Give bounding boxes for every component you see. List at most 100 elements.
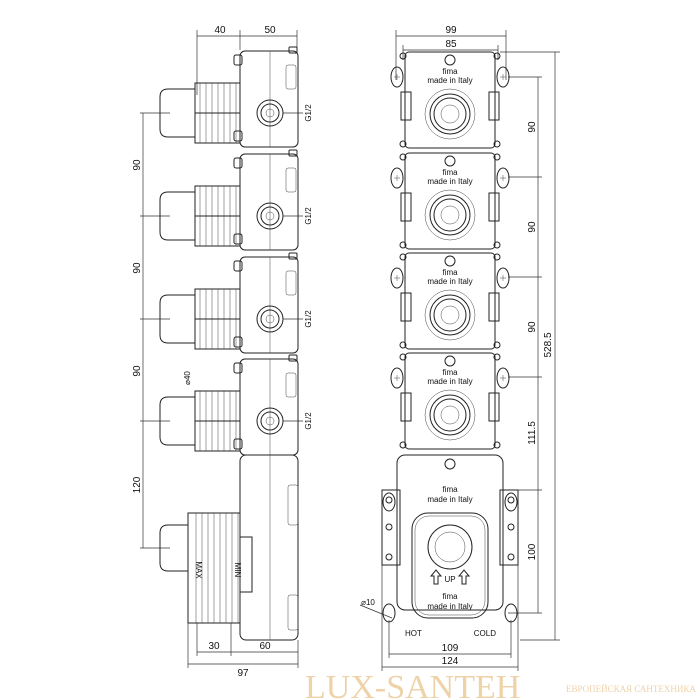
fitting-inner (260, 206, 280, 226)
screw-hole (493, 353, 501, 361)
side-slot (285, 372, 297, 398)
screw-hole (399, 353, 407, 361)
side-tab (400, 192, 412, 222)
screw-hole (493, 341, 501, 349)
valve-ring (424, 189, 476, 241)
mixer-valve (427, 524, 473, 570)
valve-core (440, 405, 460, 425)
brand-text: fima (442, 592, 458, 601)
module-body (239, 50, 299, 148)
mount-slot (496, 66, 510, 88)
module-plate (404, 352, 496, 450)
dim-40: 40 (214, 25, 226, 36)
mount-slot (382, 492, 396, 512)
hot-label: HOT (405, 629, 422, 638)
dim-90: 90 (132, 159, 143, 171)
module-clip (233, 130, 243, 142)
mixer-knob-cap (159, 524, 188, 572)
valve-mid (433, 398, 467, 432)
fitting-inner (260, 411, 280, 431)
screw-hole (399, 153, 407, 161)
valve-core (440, 205, 460, 225)
screw-hole (493, 441, 501, 449)
module-body (239, 358, 299, 456)
top-hole (444, 255, 456, 267)
front-view (359, 30, 560, 671)
side-slot (287, 484, 299, 526)
knob-cap (159, 191, 195, 241)
fitting-core (265, 211, 275, 221)
front-module (390, 352, 510, 450)
screw-hole (493, 140, 501, 148)
valve-outer (429, 294, 471, 336)
side-tab (488, 292, 500, 322)
brand-text: fima (442, 368, 458, 377)
fitting-core (265, 314, 275, 324)
made-in-text: made in Italy (427, 177, 472, 186)
dim-85: 85 (445, 39, 457, 50)
dim-120: 120 (132, 476, 143, 493)
made-in-text: made in Italy (427, 277, 472, 286)
side-tab (488, 91, 500, 121)
dim-109: 109 (442, 643, 459, 654)
screw-hole (507, 553, 515, 561)
dim-60: 60 (259, 641, 271, 652)
brand-text: fima (442, 485, 458, 494)
max-label: MAX (194, 561, 203, 579)
side-tab (400, 292, 412, 322)
module-lug (288, 252, 298, 260)
dim-111-5: 111.5 (527, 421, 538, 445)
made-in-text: made in Italy (427, 602, 472, 611)
mount-slot (504, 603, 518, 623)
side-slot (285, 270, 297, 296)
mount-slot (496, 167, 510, 189)
side-module (159, 354, 303, 456)
valve-outer (429, 394, 471, 436)
module-plate (404, 252, 496, 350)
left-ear (381, 489, 401, 566)
mount-slot (390, 66, 404, 88)
top-hole (444, 54, 456, 66)
mount-slot (382, 603, 396, 623)
side-tab (488, 192, 500, 222)
made-in-text: made in Italy (427, 377, 472, 386)
screw-hole (385, 523, 393, 531)
top-hole (444, 355, 456, 367)
valve-ring (424, 289, 476, 341)
module-lug (288, 46, 298, 54)
knob-cap (159, 396, 195, 446)
screw-hole (399, 441, 407, 449)
module-clip (233, 362, 243, 374)
mixer-valve-core (434, 531, 466, 563)
fitting-inner (260, 103, 280, 123)
module-clip (233, 260, 243, 272)
front-mixer-module (381, 454, 519, 623)
brand-text: fima (442, 168, 458, 177)
min-label: MIN (233, 563, 242, 578)
dim-528-5: 528.5 (543, 332, 554, 357)
valve-mid (433, 298, 467, 332)
knob-cap (159, 88, 195, 138)
valve-mid (433, 97, 467, 131)
dim-90: 90 (132, 365, 143, 377)
mount-slot (390, 267, 404, 289)
screw-hole (493, 52, 501, 60)
dim-100: 100 (527, 543, 538, 560)
side-module (159, 46, 303, 148)
mount-slot (504, 492, 518, 512)
screw-hole (399, 140, 407, 148)
side-slot (285, 64, 297, 90)
module-lug (288, 149, 298, 157)
side-tab (400, 91, 412, 121)
fitting-inner (260, 309, 280, 329)
valve-outer (429, 194, 471, 236)
screw-hole (493, 241, 501, 249)
dim-90: 90 (527, 221, 538, 233)
dim-30: 30 (208, 641, 220, 652)
side-tab (488, 392, 500, 422)
dim-90: 90 (527, 321, 538, 333)
front-module (390, 252, 510, 350)
made-in-text: made in Italy (427, 76, 472, 85)
dim-97: 97 (237, 668, 249, 679)
